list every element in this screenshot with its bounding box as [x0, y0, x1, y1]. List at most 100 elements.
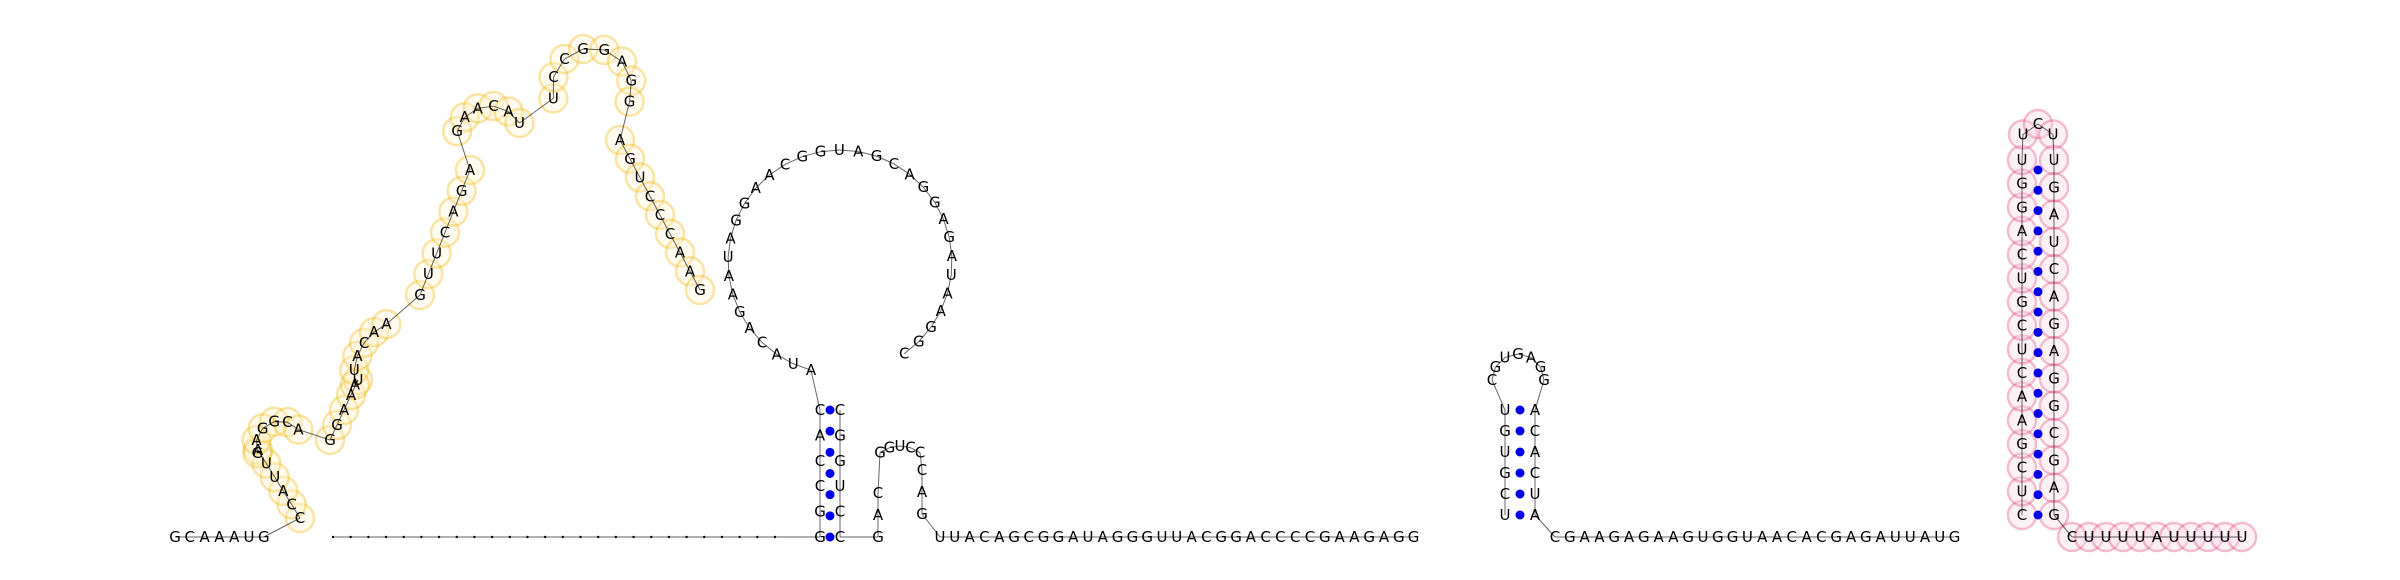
nucleotide: U: [1171, 528, 1182, 546]
nucleotide: U: [423, 265, 434, 283]
nucleotide: U: [1890, 528, 1901, 546]
nucleotide: G: [1860, 528, 1872, 546]
nucleotide: G: [456, 182, 468, 200]
nucleotide: C: [2049, 424, 2059, 442]
nucleotide: A: [1098, 528, 1109, 546]
nucleotide: C: [2049, 260, 2059, 278]
gap-dot: [738, 535, 741, 539]
nucleotide: C: [905, 439, 915, 457]
nucleotide: U: [353, 371, 364, 389]
nucleotide: U: [244, 528, 255, 546]
base-pair-dot: [2033, 429, 2043, 439]
base-pair-dot: [2033, 266, 2043, 276]
nucleotide: A: [1246, 528, 1257, 546]
nucleotide: C: [440, 224, 450, 242]
nucleotide: U: [1157, 528, 1168, 546]
nucleotide: G: [2048, 451, 2060, 469]
nucleotide: G: [625, 72, 637, 90]
nucleotide: C: [2067, 528, 2077, 546]
nucleotide: A: [728, 286, 739, 304]
nucleotide: G: [1008, 528, 1020, 546]
nucleotide: A: [346, 386, 357, 404]
nucleotide: C: [757, 333, 767, 351]
nucleotide: C: [889, 155, 899, 173]
gap-dot: [632, 535, 635, 539]
nucleotide: G: [1712, 528, 1724, 546]
gap-dot: [561, 535, 565, 539]
nucleotide: A: [1530, 401, 1541, 419]
nucleotide: G: [2016, 435, 2028, 453]
nucleotide: U: [2101, 528, 2112, 546]
nucleotide: C: [1290, 528, 1300, 546]
nucleotide: A: [1653, 528, 1664, 546]
nucleotide: G: [1512, 345, 1524, 363]
nucleotide: U: [2017, 151, 2028, 169]
nucleotide: U: [949, 528, 960, 546]
nucleotide: G: [624, 93, 636, 111]
nucleotide: C: [548, 68, 558, 86]
nucleotide: G: [1230, 528, 1242, 546]
nucleotide: G: [739, 194, 751, 212]
nucleotide: U: [2118, 528, 2129, 546]
nucleotide: C: [2017, 459, 2027, 477]
nucleotide: U: [2017, 340, 2028, 358]
nucleotide: G: [1215, 528, 1227, 546]
nucleotide: A: [253, 441, 264, 459]
nucleotide: C: [915, 443, 925, 461]
nucleotide: C: [815, 401, 825, 419]
nucleotide: U: [2017, 482, 2028, 500]
gap-dot: [420, 535, 423, 539]
nucleotide: U: [834, 141, 845, 159]
nucleotide: A: [904, 165, 915, 183]
nucleotide: U: [2186, 528, 2197, 546]
nucleotide: G: [1727, 528, 1739, 546]
nucleotide: A: [675, 244, 686, 262]
gap-dot: [579, 535, 582, 539]
base-pair-dot: [2033, 185, 2043, 195]
base-pair-dot: [2033, 388, 2043, 398]
nucleotide: A: [2017, 411, 2028, 429]
nucleotide: G: [1393, 528, 1405, 546]
nucleotide: C: [1816, 528, 1826, 546]
base-pair-dot: [2033, 449, 2043, 459]
nucleotide: A: [1624, 528, 1635, 546]
nucleotide: G: [598, 41, 610, 59]
nucleotide: U: [2049, 151, 2060, 169]
nucleotide: G: [874, 443, 886, 461]
nucleotide: C: [815, 477, 825, 495]
nucleotide: G: [918, 178, 930, 196]
nucleotide: A: [199, 528, 210, 546]
nucleotide: U: [1083, 528, 1094, 546]
nucleotide: A: [994, 528, 1005, 546]
base-pair-dot: [825, 405, 835, 415]
nucleotide: A: [1530, 443, 1541, 461]
gap-dot: [597, 535, 600, 539]
gap-dot: [650, 535, 653, 539]
nucleotide: U: [788, 355, 799, 373]
nucleotide: U: [514, 114, 525, 132]
nucleotide: A: [853, 142, 864, 160]
gap-dot: [703, 535, 706, 539]
nucleotide: A: [947, 247, 958, 265]
nucleotide: U: [835, 477, 846, 495]
nucleotide: A: [806, 361, 817, 379]
nucleotide: G: [916, 505, 928, 523]
nucleotide: C: [655, 206, 665, 224]
nucleotide: A: [1594, 528, 1605, 546]
nucleotide: A: [617, 53, 628, 71]
nucleotide: G: [694, 281, 706, 299]
nucleotide: U: [2017, 126, 2028, 144]
nucleotide: A: [229, 528, 240, 546]
nucleotide: C: [1550, 528, 1560, 546]
nucleotide: C: [2017, 506, 2027, 524]
nucleotide: A: [1920, 528, 1931, 546]
nucleotide: G: [1499, 464, 1511, 482]
base-pair-dot: [2033, 287, 2043, 297]
nucleotide: A: [751, 179, 762, 197]
nucleotide: G: [1499, 422, 1511, 440]
gap-dot: [667, 535, 671, 539]
nucleotide: C: [1260, 528, 1270, 546]
nucleotide: G: [871, 147, 883, 165]
nucleotide: A: [1801, 528, 1812, 546]
